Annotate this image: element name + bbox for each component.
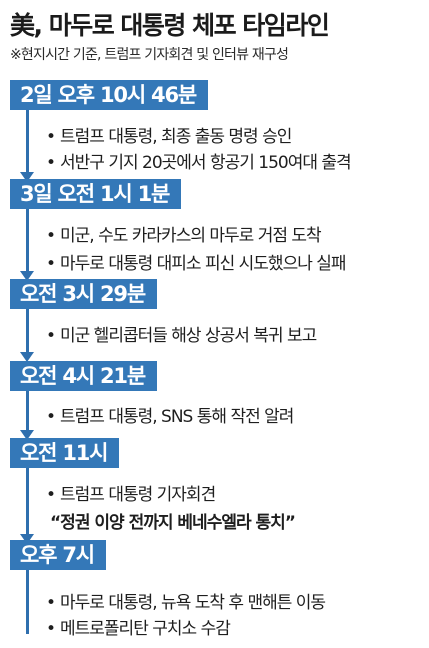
page-subtitle: ※현지시간 기준, 트럼프 기자회견 및 인터뷰 재구성 <box>10 47 289 63</box>
timeline-line-3 <box>26 308 29 354</box>
event-2-item-2-text: 마두로 대통령 대피소 피신 시도했으나 실패 <box>60 254 347 274</box>
event-1-item-2-text: 서반구 기지 20곳에서 항공기 150여대 출격 <box>60 153 352 173</box>
bullet-marker: • <box>46 127 56 147</box>
event-3-item-1: •미군 헬리콥터들 해상 상공서 복귀 보고 <box>46 321 317 346</box>
event-5-item-1: •트럼프 대통령 기자회견 <box>46 480 216 505</box>
timeline-line-4 <box>26 390 29 432</box>
bullet-marker: • <box>46 407 56 427</box>
bullet-marker: • <box>46 619 56 639</box>
bullet-marker: • <box>46 326 56 346</box>
event-6-item-2: •메트로폴리탄 구치소 수감 <box>46 614 231 639</box>
event-2-item-1: •미군, 수도 카라카스의 마두로 거점 도착 <box>46 221 322 246</box>
timeline-arrow-4 <box>20 430 34 440</box>
event-4-item-1: •트럼프 대통령, SNS 통해 작전 알려 <box>46 402 294 427</box>
event-1-item-1: •트럼프 대통령, 최종 출동 명령 승인 <box>46 122 292 147</box>
event-6-item-1-text: 마두로 대통령, 뉴욕 도착 후 맨해튼 이동 <box>60 593 326 613</box>
event-1-item-2: •서반구 기지 20곳에서 항공기 150여대 출격 <box>46 148 352 173</box>
timeline-arrow-1 <box>20 172 34 182</box>
timeline-arrow-2 <box>20 271 34 281</box>
event-2-item-2: •마두로 대통령 대피소 피신 시도했으나 실패 <box>46 249 347 274</box>
bullet-marker: • <box>46 593 56 613</box>
bullet-marker: • <box>46 226 56 246</box>
timeline-line-1 <box>26 110 29 174</box>
timeline-arrow-5 <box>20 534 34 544</box>
event-4-item-1-text: 트럼프 대통령, SNS 통해 작전 알려 <box>60 407 294 427</box>
event-5-quote: “정권 이양 전까지 베네수엘라 통치” <box>50 513 296 533</box>
timeline-line-6 <box>26 568 29 634</box>
bullet-marker: • <box>46 254 56 274</box>
time-badge-6: 오후 7시 <box>10 540 106 570</box>
event-2-item-1-text: 미군, 수도 카라카스의 마두로 거점 도착 <box>60 226 322 246</box>
bullet-marker: • <box>46 153 56 173</box>
time-badge-2: 3일 오전 1시 1분 <box>10 179 182 209</box>
time-badge-3: 오전 3시 29분 <box>10 279 157 309</box>
bullet-marker: • <box>46 485 56 505</box>
event-6-item-1: •마두로 대통령, 뉴욕 도착 후 맨해튼 이동 <box>46 588 326 613</box>
event-5-item-1-text: 트럼프 대통령 기자회견 <box>60 485 216 505</box>
event-6-item-2-text: 메트로폴리탄 구치소 수감 <box>60 619 231 639</box>
timeline-arrow-3 <box>20 352 34 362</box>
timeline-line-2 <box>26 208 29 273</box>
event-1-item-1-text: 트럼프 대통령, 최종 출동 명령 승인 <box>60 127 292 147</box>
time-badge-5: 오전 11시 <box>10 438 120 468</box>
timeline-line-5 <box>26 468 29 536</box>
page-title: 美, 마두로 대통령 체포 타임라인 <box>10 11 330 40</box>
time-badge-1: 2일 오후 10시 46분 <box>10 80 208 110</box>
event-3-item-1-text: 미군 헬리콥터들 해상 상공서 복귀 보고 <box>60 326 317 346</box>
time-badge-4: 오전 4시 21분 <box>10 361 157 391</box>
